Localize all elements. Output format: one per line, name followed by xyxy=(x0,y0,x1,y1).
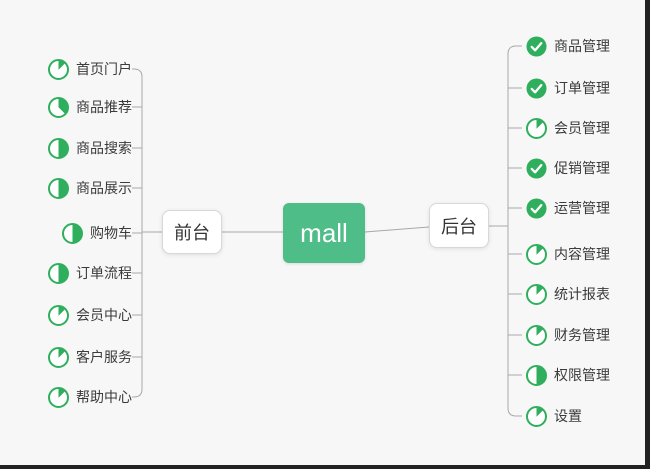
topic-right-0[interactable]: 商品管理 xyxy=(526,35,610,57)
topic-label: 内容管理 xyxy=(554,246,610,262)
central-topic-mall[interactable]: mall xyxy=(283,203,365,263)
topic-label: 促销管理 xyxy=(554,160,610,176)
topic-left-8[interactable]: 帮助中心 xyxy=(48,386,132,408)
progress-4-of-8-icon xyxy=(48,177,69,199)
task-done-check-icon xyxy=(526,157,547,179)
front-branch-node[interactable]: 前台 xyxy=(162,210,222,254)
topic-label: 订单流程 xyxy=(76,265,132,281)
topic-label: 商品展示 xyxy=(76,180,132,196)
right-bracket-stubs xyxy=(508,87,522,376)
topic-label: 财务管理 xyxy=(554,327,610,343)
topic-left-1[interactable]: 商品推荐 xyxy=(48,96,132,118)
task-done-check-icon xyxy=(526,35,547,57)
topic-label: 帮助中心 xyxy=(76,389,132,405)
right-bracket-line xyxy=(507,45,522,417)
topic-right-5[interactable]: 内容管理 xyxy=(526,243,610,265)
progress-1-of-8-icon xyxy=(526,117,547,139)
topic-label: 统计报表 xyxy=(554,286,610,302)
topic-label: 权限管理 xyxy=(554,367,610,383)
topic-label: 商品推荐 xyxy=(76,99,132,115)
task-done-check-icon xyxy=(526,197,547,219)
progress-4-of-8-icon xyxy=(48,262,69,284)
left-bracket-line xyxy=(132,68,143,398)
progress-1-of-8-icon xyxy=(48,304,69,326)
topic-label: 运营管理 xyxy=(554,200,610,216)
task-done-check-icon xyxy=(526,77,547,99)
topic-label: 订单管理 xyxy=(554,80,610,96)
progress-4-of-8-icon xyxy=(62,222,83,244)
topic-left-2[interactable]: 商品搜索 xyxy=(48,137,132,159)
progress-1-of-8-icon xyxy=(526,243,547,265)
topic-label: 商品管理 xyxy=(554,38,610,54)
window-edge-right xyxy=(645,0,650,469)
progress-4-of-8-icon xyxy=(526,364,547,386)
back-branch-node[interactable]: 后台 xyxy=(429,203,489,248)
topic-right-6[interactable]: 统计报表 xyxy=(526,283,610,305)
progress-1-of-8-icon xyxy=(526,324,547,346)
progress-1-of-8-icon xyxy=(526,283,547,305)
topic-left-3[interactable]: 商品展示 xyxy=(48,177,132,199)
progress-1-of-8-icon xyxy=(48,386,69,408)
topic-label: 购物车 xyxy=(90,225,132,241)
topic-left-6[interactable]: 会员中心 xyxy=(48,304,132,326)
topic-right-4[interactable]: 运营管理 xyxy=(526,197,610,219)
topic-right-8[interactable]: 权限管理 xyxy=(526,364,610,386)
progress-1-of-8-icon xyxy=(48,58,69,80)
progress-3-of-8-icon xyxy=(48,96,69,118)
progress-1-of-8-icon xyxy=(526,405,547,427)
topic-left-4[interactable]: 购物车 xyxy=(62,222,132,244)
topic-right-1[interactable]: 订单管理 xyxy=(526,77,610,99)
topic-right-3[interactable]: 促销管理 xyxy=(526,157,610,179)
progress-4-of-8-icon xyxy=(48,137,69,159)
topic-right-2[interactable]: 会员管理 xyxy=(526,117,610,139)
topic-right-7[interactable]: 财务管理 xyxy=(526,324,610,346)
topic-label: 会员管理 xyxy=(554,120,610,136)
progress-1-of-8-icon xyxy=(48,346,69,368)
topic-left-5[interactable]: 订单流程 xyxy=(48,262,132,284)
topic-label: 会员中心 xyxy=(76,307,132,323)
left-bracket-stubs xyxy=(132,106,142,358)
topic-label: 客户服务 xyxy=(76,349,132,365)
topic-label: 设置 xyxy=(554,408,582,424)
topic-left-7[interactable]: 客户服务 xyxy=(48,346,132,368)
topic-right-9[interactable]: 设置 xyxy=(526,405,582,427)
topic-label: 首页门户 xyxy=(76,61,132,77)
topic-left-0[interactable]: 首页门户 xyxy=(48,58,132,80)
window-edge-bottom xyxy=(0,465,650,469)
topic-label: 商品搜索 xyxy=(76,140,132,156)
